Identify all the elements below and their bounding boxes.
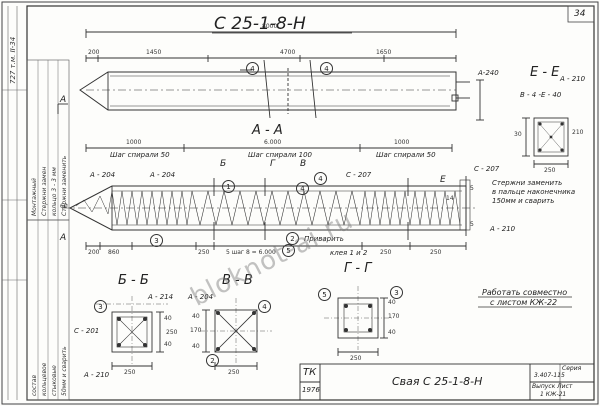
aa-callout-4b: 4 <box>314 172 327 185</box>
section-mark-e: Е <box>440 175 446 185</box>
main-title: С 25-1-8-Н <box>214 14 306 34</box>
aa-tip-dim-4: 5 шаг 8 = 6.000 <box>226 249 276 256</box>
section-mark-g: Г <box>270 159 276 169</box>
vv-callout-2: 2 <box>206 354 219 367</box>
stamp-series-label: Серия <box>562 365 582 372</box>
bb-rebar-a: А - 214 <box>148 293 174 301</box>
left-note-col4: Стержни заменить <box>61 155 68 216</box>
left-note-col1: Монтажный <box>31 178 38 216</box>
aa-tip-dim-3: 250 <box>198 249 210 256</box>
stamp-note-line2: с листом КЖ-22 <box>490 298 558 307</box>
ee-dim-1: 250 <box>544 167 556 174</box>
aa-callout-5: 5 <box>282 244 295 257</box>
stamp-org: ТК <box>303 367 317 378</box>
ee-dim-2: 30 <box>514 131 522 138</box>
ee-note-2: в пальце наконечника <box>492 188 576 196</box>
bb-dim-4: 250 <box>166 329 178 336</box>
section-aa-title: А - А <box>252 123 283 138</box>
aa-step-right: Шаг спирали 50 <box>376 151 436 159</box>
aa-rebar-left: А - 204 <box>90 171 116 179</box>
bb-dim-1: 40 <box>164 315 172 322</box>
gg-dim-3: 40 <box>388 329 396 336</box>
stamp-title: Свая С 25-1-8-Н <box>392 375 483 388</box>
vv-dim-3: 40 <box>192 343 200 350</box>
left-note-col3b: стыковые <box>51 365 58 396</box>
section-mark-v: В <box>300 159 307 169</box>
section-mark-a-bottom: А <box>60 233 67 243</box>
left-note-col3: кольцо 3 - 3 мм <box>51 167 58 216</box>
page-number: 34 <box>574 9 586 19</box>
gg-dim-4: 250 <box>350 355 362 362</box>
ee-dim-3: 210 <box>572 129 584 136</box>
gg-dim-2: 170 <box>388 313 400 320</box>
section-bb-title: Б - Б <box>118 273 149 288</box>
ee-rebar: А - 210 <box>560 75 586 83</box>
bb-callout: 3 <box>94 300 107 313</box>
left-note-col2b: кольцевое <box>41 362 48 396</box>
bb-rebar-c: С - 201 <box>74 327 100 335</box>
gg-dim-1: 40 <box>388 299 396 306</box>
aa-small-dim-3: 5 <box>470 221 474 228</box>
top-rebar-label: А-240 <box>478 69 499 77</box>
left-note-col4b: 50мм и сварить <box>61 346 68 396</box>
stamp-sheet-code: 1 КЖ-21 <box>540 391 567 398</box>
aa-small-dim-2: 5 <box>470 185 474 192</box>
aa-step-left: Шаг спирали 50 <box>110 151 170 159</box>
left-note-col1b: состав <box>31 375 38 396</box>
stamp-series-code: 3.407-115 <box>534 372 565 379</box>
section-mark-b: Б <box>220 159 227 169</box>
bb-rebar-b: А - 210 <box>84 371 110 379</box>
aa-span-mid: 6.000 <box>264 139 282 146</box>
vv-dim-4: 250 <box>228 369 240 376</box>
gg-callout-3: 3 <box>390 286 403 299</box>
aa-rebar-a210: А - 210 <box>490 225 516 233</box>
ee-note-3: 150мм и сварить <box>492 197 555 205</box>
stamp-sheet-label: Выпуск Лист <box>532 383 573 390</box>
aa-callout-3: 3 <box>150 234 163 247</box>
callout-top-b: 4 <box>320 62 333 75</box>
top-dim-1: 200 <box>88 49 100 56</box>
aa-welder-label: Приварить <box>304 235 344 243</box>
stamp-year: 1976 <box>302 386 320 394</box>
top-dim-4: 1650 <box>376 49 392 56</box>
aa-callout-4: 4 <box>296 182 309 195</box>
aa-clamp-label: клея 1 и 2 <box>330 249 368 257</box>
section-mark-a-top: А <box>60 95 67 105</box>
bb-dim-2: 40 <box>164 341 172 348</box>
section-ee-title: Е - Е <box>530 65 560 80</box>
vv-dim-1: 40 <box>192 313 200 320</box>
top-dim-2: 1450 <box>146 49 162 56</box>
aa-rebar-c207: С - 207 <box>346 171 372 179</box>
section-gg-title: Г - Г <box>344 261 372 276</box>
aa-c207-side: С - 207 <box>474 165 500 173</box>
section-vv-title: В - В <box>222 273 253 288</box>
ee-note-1: Стержни заменить <box>492 179 563 187</box>
ee-rebar-2: В - 4 -Е - 40 <box>520 91 562 99</box>
vv-rebar-a: А - 204 <box>188 293 214 301</box>
vv-callout-4: 4 <box>258 300 271 313</box>
aa-span-right: 1000 <box>394 139 410 146</box>
aa-left-val: 60 <box>60 203 68 210</box>
aa-tip-dim-5: 250 <box>380 249 392 256</box>
aa-tip-dim-6: 250 <box>430 249 442 256</box>
aa-tip-dim-1: 200 <box>88 249 100 256</box>
aa-tip-dim-2: 860 <box>108 249 120 256</box>
top-dim-3: 4700 <box>280 49 296 56</box>
aa-rebar-mid: А - 204 <box>150 171 176 179</box>
left-note-col2: Стержни замен <box>41 166 48 216</box>
callout-top-a: 4 <box>246 62 259 75</box>
aa-small-dim-1: 14 <box>446 195 454 202</box>
aa-callout-1: 1 <box>222 180 235 193</box>
gg-callout-5: 5 <box>318 288 331 301</box>
stamp-note-line1: Работать совместно <box>482 288 568 297</box>
vv-dim-2: 170 <box>190 327 202 334</box>
top-overall-dim: 8000 <box>262 23 278 30</box>
aa-step-mid: Шаг спирали 100 <box>248 151 312 159</box>
side-code: 727 т.м. II-34 <box>9 36 17 84</box>
aa-span-left: 1000 <box>126 139 142 146</box>
bb-dim-3: 250 <box>124 369 136 376</box>
